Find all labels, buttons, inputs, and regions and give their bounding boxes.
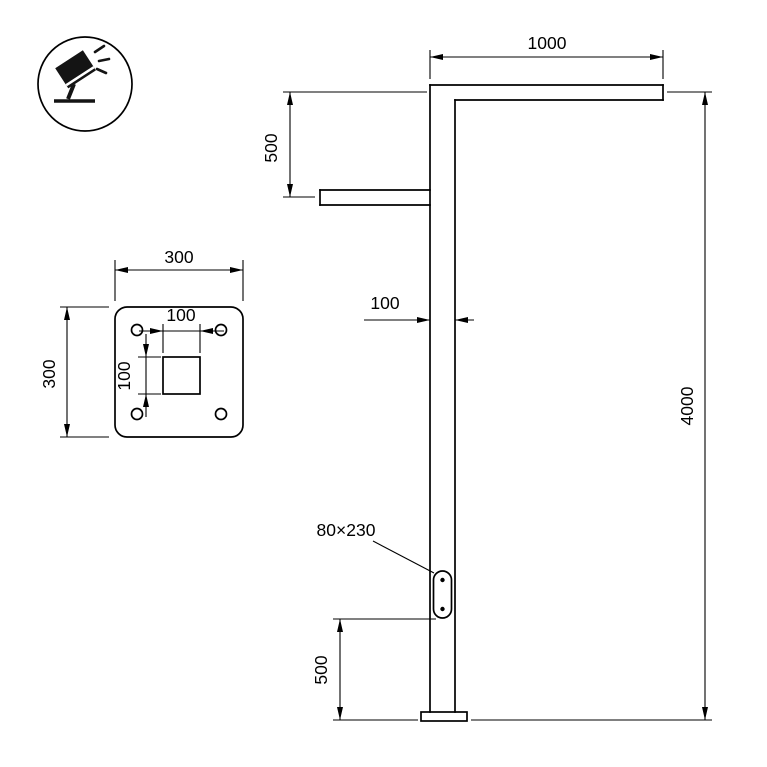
floodlight-icon	[37, 36, 133, 132]
dim-arm-length: 1000	[429, 33, 664, 79]
light-rays	[93, 44, 111, 75]
dim-label: 4000	[677, 386, 697, 425]
plate-center-opening	[162, 356, 201, 395]
plate-outline	[114, 306, 244, 438]
dim-plate-height: 300	[39, 306, 109, 438]
floodlight-head	[55, 50, 96, 89]
floodlight-stand	[54, 83, 95, 103]
bolt-hole	[130, 407, 144, 421]
dim-label: 300	[164, 247, 193, 267]
dim-total-height: 4000	[471, 91, 712, 721]
dim-plate-width: 300	[114, 247, 244, 301]
dim-arm-offset: 500	[261, 91, 427, 198]
bolt-hole	[130, 323, 144, 337]
base-plate-detail: 300 300 100 100	[39, 247, 244, 438]
dim-inner-width: 100	[139, 305, 224, 353]
dim-slot-elevation: 500	[311, 618, 436, 721]
base-flange	[420, 711, 468, 722]
icon-circle	[37, 36, 133, 132]
dim-inner-height: 100	[114, 334, 161, 417]
hand-hole-slot	[432, 570, 453, 619]
dim-label: 100	[166, 305, 195, 325]
pole-elevation: 1000 500 100 4000 80×230	[261, 33, 712, 722]
dim-label: 500	[261, 133, 281, 162]
dim-pole-width: 100	[364, 293, 474, 323]
dim-label: 500	[311, 655, 331, 684]
slot-label: 80×230	[317, 520, 376, 540]
slot-callout: 80×230	[317, 520, 435, 574]
bolt-hole	[214, 323, 228, 337]
bolt-hole	[214, 407, 228, 421]
dim-label: 100	[370, 293, 399, 313]
dim-label: 1000	[528, 33, 567, 53]
dim-label: 100	[114, 361, 134, 390]
dim-label: 300	[39, 359, 59, 388]
